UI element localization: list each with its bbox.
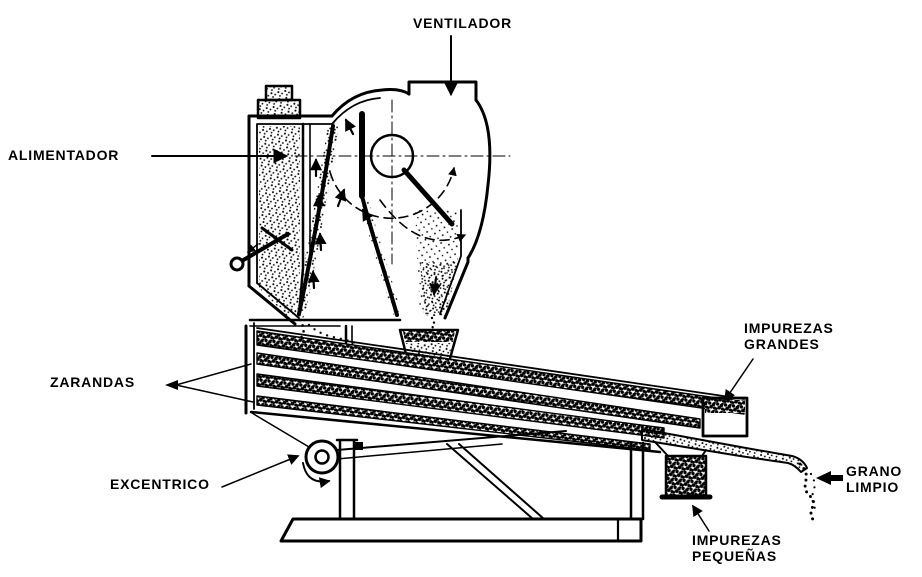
fan-housing xyxy=(330,80,492,320)
eccentric-wheel xyxy=(302,439,340,489)
large-impurities-box xyxy=(701,396,749,438)
base-plate xyxy=(279,517,643,543)
screen-bottom-rail xyxy=(249,410,662,454)
grano-limpio-line1: GRANO xyxy=(846,463,903,479)
screen-band-2 xyxy=(256,352,701,429)
small-impurities-box xyxy=(654,441,713,500)
impurezas-pequenas-line2: PEQUEÑAS xyxy=(692,548,777,564)
screen-band-1 xyxy=(256,330,745,415)
grain-spread xyxy=(307,323,361,346)
feed-gate xyxy=(229,226,294,272)
screen-stack xyxy=(244,322,745,454)
dust-flow-dashed-arc xyxy=(379,199,467,243)
impurezas-pequenas-line1: IMPUREZAS xyxy=(692,532,782,548)
air-flow-arrows xyxy=(307,118,442,296)
clean-grain-chute xyxy=(641,428,818,524)
impurezas-grandes-line2: GRANDES xyxy=(744,336,820,352)
stand xyxy=(279,438,645,543)
impurezas-pequenas-leader xyxy=(692,504,710,532)
grano-limpio-arrow xyxy=(816,471,843,485)
grain-trickle xyxy=(298,318,310,352)
impurezas-grandes-leader xyxy=(724,358,754,402)
clean-grain-stream xyxy=(798,462,817,524)
impurezas-grandes-line1: IMPUREZAS xyxy=(744,320,834,336)
zarandas-leaders xyxy=(175,363,254,403)
right-post xyxy=(629,441,645,521)
rotation-arrow xyxy=(302,462,331,489)
label-grano-limpio: GRANO LIMPIO xyxy=(846,463,902,495)
left-post xyxy=(338,439,356,521)
excentrico-leader xyxy=(221,454,300,488)
drive-linkage xyxy=(336,430,567,460)
label-impurezas-pequenas: IMPUREZAS PEQUEÑAS xyxy=(692,532,782,564)
label-alimentador: ALIMENTADOR xyxy=(8,147,120,163)
leader-lines xyxy=(151,35,843,532)
diagonal-brace xyxy=(446,443,545,520)
label-impurezas-grandes: IMPUREZAS GRANDES xyxy=(744,320,834,352)
zarandas-arrowhead xyxy=(165,380,178,390)
grano-limpio-line2: LIMPIO xyxy=(846,479,900,495)
inlet-neck xyxy=(256,84,302,120)
label-excentrico: EXCENTRICO xyxy=(110,476,210,492)
label-ventilador: VENTILADOR xyxy=(413,15,512,31)
label-zarandas: ZARANDAS xyxy=(50,374,135,390)
